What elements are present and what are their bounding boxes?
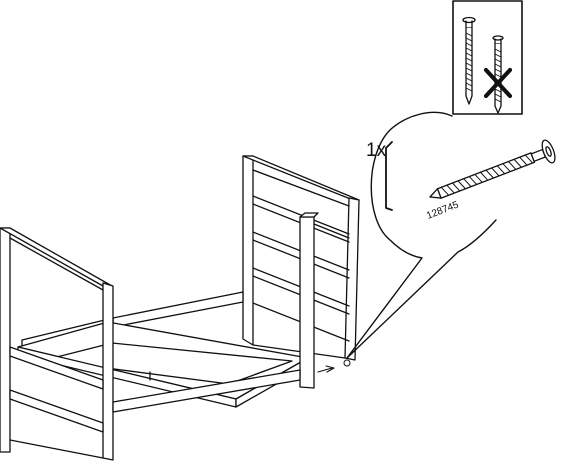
short-screw-icon: [492, 35, 504, 114]
long-screw-icon: [462, 16, 476, 105]
x-mark-icon: [483, 67, 513, 99]
front-side-rail: [112, 369, 301, 413]
hardware-selection-box: [452, 0, 523, 115]
front-footboard: [0, 227, 114, 461]
part-number-label: 128745: [425, 199, 461, 221]
zoom-callout: 1x 128745: [346, 111, 556, 359]
long-screw: [429, 139, 556, 199]
middle-post: [299, 212, 350, 389]
screw-hole-marker: [317, 359, 351, 373]
bed-frame: [0, 155, 360, 461]
quantity-label: 1x: [366, 140, 387, 161]
wood-panel-edge: [385, 141, 393, 211]
